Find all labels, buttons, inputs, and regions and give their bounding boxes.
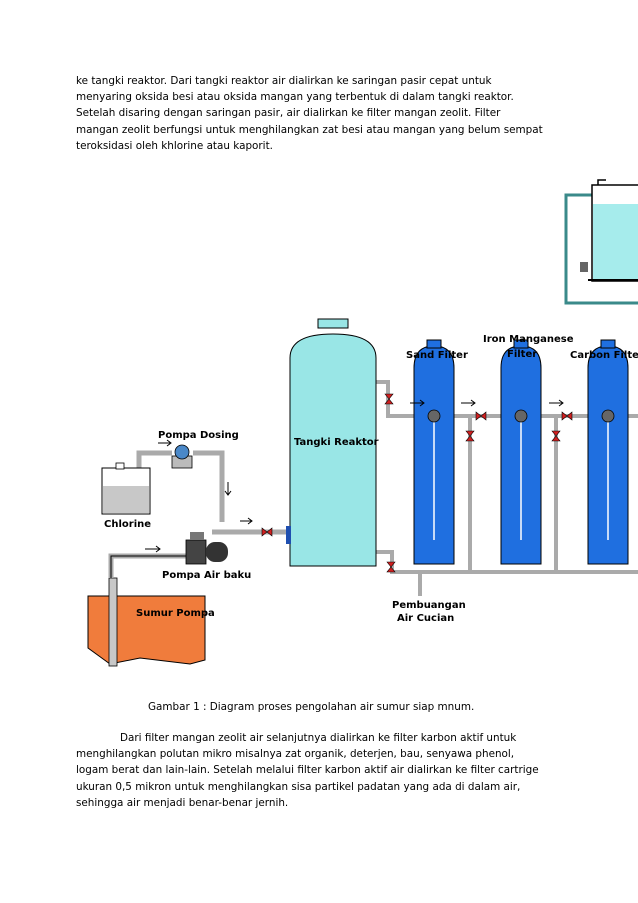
label-iron-manganese: Iron Manganese [483,334,574,345]
valve-icon [386,561,396,573]
valve-icon [561,411,573,421]
valve-icon [465,430,475,442]
label-sand-filter: Sand Filter [406,350,468,361]
text-line: Setelah disaring dengan saringan pasir, … [76,107,501,120]
text-line: ke tangki reaktor. Dari tangki reaktor a… [76,75,492,87]
water-treatment-diagram: Sumur Pompa Chlorine Pompa Dosing [87,179,638,667]
label-air-cucian: Air Cucian [397,613,454,624]
carbon-filter: Carbon Filter [570,339,638,565]
label-pompa-dosing: Pompa Dosing [158,430,239,441]
label-sumur-pompa: Sumur Pompa [136,608,215,619]
valves [261,393,573,573]
text-line: menyaring oksida besi atau oksida mangan… [76,91,514,104]
well: Sumur Pompa [87,577,215,667]
text-line: ukuran 0,5 mikron untuk menghilangkan si… [76,780,521,793]
chlorine-container: Chlorine [101,462,151,530]
label-chlorine: Chlorine [104,519,151,530]
reactor-tank: Tangki Reaktor [286,318,379,567]
valve-icon [384,393,394,405]
text-line: menghilangkan polutan mikro misalnya zat… [76,748,515,761]
paragraph-2: Dari filter mangan zeolit air selanjutny… [76,730,576,811]
flow-arrows [410,399,564,407]
text-line: teroksidasi oleh khlorine atau kaporit. [76,139,273,152]
dosing-pump: Pompa Dosing [158,430,239,496]
paragraph-1: ke tangki reaktor. Dari tangki reaktor a… [76,73,576,154]
sand-filter: Sand Filter [406,339,468,565]
label-carbon-filter: Carbon Filter [570,350,638,361]
text-line: Dari filter mangan zeolit air selanjutny… [120,732,517,744]
text-line: sehingga air menjadi benar-benar jernih. [76,796,289,809]
text-line: logam berat dan lain-lain. Setelah melal… [76,764,539,777]
raw-water-pump: Pompa Air baku [145,517,253,581]
label-pembuangan: Pembuangan [392,600,466,611]
figure-caption: Gambar 1 : Diagram proses pengolahan air… [148,701,475,713]
valve-icon [551,430,561,442]
iron-manganese-filter: Iron Manganese Filter [483,334,574,565]
label-pompa-air-baku: Pompa Air baku [162,570,251,581]
label-tangki-reaktor: Tangki Reaktor [294,437,379,448]
valve-icon [261,527,273,537]
valve-icon [475,411,487,421]
partial-tank-drawing [564,179,638,305]
label-filter: Filter [507,349,537,360]
text-line: mangan zeolit berfungsi untuk menghilang… [76,123,543,136]
